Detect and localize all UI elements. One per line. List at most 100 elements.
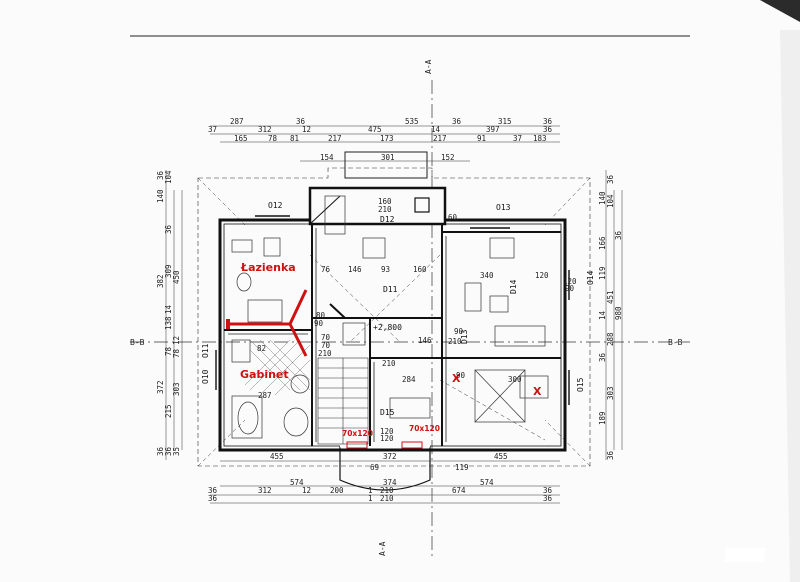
dim-top: 81 [290,134,299,143]
dim-bottom: 574 [290,478,304,487]
dim-bottom: 200 [330,486,344,495]
dim-left: 36 [164,446,173,456]
red-wall-mark-up [288,289,308,325]
code-o14: O14 [586,270,595,285]
dim-inner: 119 [455,463,469,472]
dim-bottom: 455 [494,452,508,461]
dim-left: 309 [164,264,173,278]
x-mark-label: X [533,385,542,398]
dim-right: 36 [598,352,607,362]
room-fixtures [324,195,549,423]
dim-inner: 90 [456,371,466,380]
dim-left: 372 [156,380,165,394]
dim-inner: 76 [321,265,331,274]
dim-right: 14 [598,310,607,320]
dim-inner: 120 [380,427,394,436]
scan-smudge [725,548,765,562]
section-label-aa-top: A-A [424,59,433,74]
code-d13: D13 [460,329,469,344]
code-o13: O13 [496,203,511,212]
room-label-lazienka: Łazienka [240,261,296,274]
dim-top: 217 [328,134,342,143]
roof-outline [197,167,591,467]
dim-top: 173 [380,134,394,143]
dim-top: 37 [208,125,217,134]
dim-top: 301 [381,153,395,162]
dim-top: 154 [320,153,334,162]
dim-right: 119 [598,266,607,280]
roof-hip-2 [544,177,591,226]
section-label-bb-left: B-B [130,338,145,347]
dim-inner: 80 [316,311,326,320]
dim-right: 303 [606,386,615,400]
dim-left: 35 [172,447,181,456]
code-o11: O11 [201,343,210,358]
dim-inner: 60 [448,213,458,222]
dim-top: 287 [230,117,244,126]
level-mark: +2,800 [373,323,402,332]
dim-right: 36 [606,174,615,184]
interior-walls [224,224,561,446]
dim-left: 14 [164,304,173,314]
dim-top: 91 [477,134,486,143]
dim-top: 37 [513,134,522,143]
dim-top: 475 [368,125,382,134]
dim-inner: 70 [321,341,331,350]
dim-inner: 70 [321,333,331,342]
dims-right: 36 140 104 36 166 119 451 14 288 980 36 … [598,174,623,460]
windows [215,215,570,451]
dim-right: 288 [606,332,615,346]
dim-top: 36 [452,117,462,126]
dim-inner: 120 [535,271,549,280]
dim-top: 397 [486,125,500,134]
paper-edge-shade [780,30,800,582]
gabinet-tile-hatch [244,339,311,396]
dim-left: 104 [164,170,173,184]
dim-inner: 90 [454,327,464,336]
dim-right: 104 [606,194,615,208]
dim-bottom: 574 [480,478,494,487]
dim-bottom: 372 [383,452,397,461]
staircase [317,357,369,445]
dim-inner: 210 [448,337,462,346]
dim-bottom: 36 [543,494,553,503]
code-d15: D15 [380,408,395,417]
dim-bottom: 12 [302,486,311,495]
dim-left: 303 [172,382,181,396]
room-label-gabinet: Gabinet [240,368,289,381]
dim-bottom: 36 [208,494,218,503]
dim-inner: 146 [418,336,432,345]
dim-inner: 93 [381,265,390,274]
bay-outline [339,446,431,491]
dim-bottom: 312 [258,486,272,495]
dim-inner: 284 [402,375,416,384]
dims-left: 36 140 104 36 382 309 450 14 138 12 78 7… [156,170,181,456]
dim-inner: 300 [508,375,522,384]
dimension-lines [165,125,623,504]
wall-liners [228,228,447,442]
red-window-mark-right [401,441,423,449]
window-label-left: 70x120 [342,429,373,438]
dim-right: 189 [598,411,607,425]
roof-hip-3 [197,419,246,467]
code-o15: O15 [576,377,585,392]
dim-left: 78 [164,346,173,356]
dim-inner: 210 [318,349,332,358]
dormer-wall [308,186,447,226]
dim-left: 450 [172,270,181,284]
red-annotations [226,289,423,449]
section-label-bb-right: B-B [668,338,683,347]
dim-inner: 146 [348,265,362,274]
dim-inner: 160 [378,197,392,206]
dim-top: 165 [234,134,248,143]
code-d11: D11 [383,285,398,294]
dim-inner: 340 [480,271,494,280]
dim-bottom: 36 [543,486,553,495]
dim-right: 166 [598,236,607,250]
dim-inner: 120 [380,434,394,443]
dim-left: 36 [164,224,173,234]
dims-inner: 76 146 93 160 340 120 120 90 146 82 287 … [257,197,577,472]
